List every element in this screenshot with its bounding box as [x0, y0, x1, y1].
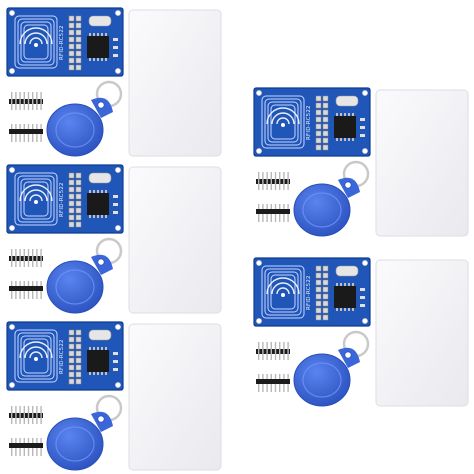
chip	[87, 193, 109, 215]
chip	[87, 36, 109, 58]
key-fob-tag	[293, 330, 370, 407]
pin-header-angled	[256, 204, 290, 222]
crystal	[88, 329, 112, 341]
crystal	[335, 265, 359, 277]
pin-header-straight	[9, 92, 43, 110]
board-marking-text: RFID-RC522	[59, 339, 65, 374]
rfid-kit-4: RFID-RC522	[253, 87, 469, 237]
pin-header-angled	[9, 438, 43, 456]
key-fob-tag	[293, 160, 370, 237]
blank-card	[375, 259, 469, 407]
crystal	[88, 15, 112, 27]
blank-card	[375, 89, 469, 237]
pin-header-straight	[9, 406, 43, 424]
pin-header-straight	[256, 342, 290, 360]
chip	[334, 116, 356, 138]
pin-header-straight	[9, 249, 43, 267]
board-marking-text: RFID-RC522	[59, 182, 65, 217]
rfid-kit-2: RFID-RC522	[6, 164, 222, 314]
rfid-reader-module: RFID-RC522	[6, 164, 124, 234]
board-marking-text: RFID-RC522	[59, 25, 65, 60]
board-marking-text: RFID-RC522	[306, 105, 312, 140]
rfid-kit-1: RFID-RC522	[6, 7, 222, 157]
rfid-reader-module: RFID-RC522	[253, 257, 371, 327]
rfid-kit-3: RFID-RC522	[6, 321, 222, 471]
rfid-reader-module: RFID-RC522	[6, 321, 124, 391]
rfid-reader-module: RFID-RC522	[253, 87, 371, 157]
key-fob-tag	[46, 237, 123, 314]
blank-card	[128, 323, 222, 471]
chip	[87, 350, 109, 372]
rfid-kit-5: RFID-RC522	[253, 257, 469, 407]
pin-header-straight	[256, 172, 290, 190]
blank-card	[128, 166, 222, 314]
key-fob-tag	[46, 394, 123, 471]
crystal	[335, 95, 359, 107]
key-fob-tag	[46, 80, 123, 157]
board-marking-text: RFID-RC522	[306, 275, 312, 310]
pin-header-angled	[9, 281, 43, 299]
pin-header-angled	[9, 124, 43, 142]
rfid-reader-module: RFID-RC522	[6, 7, 124, 77]
crystal	[88, 172, 112, 184]
pin-header-angled	[256, 374, 290, 392]
blank-card	[128, 9, 222, 157]
chip	[334, 286, 356, 308]
